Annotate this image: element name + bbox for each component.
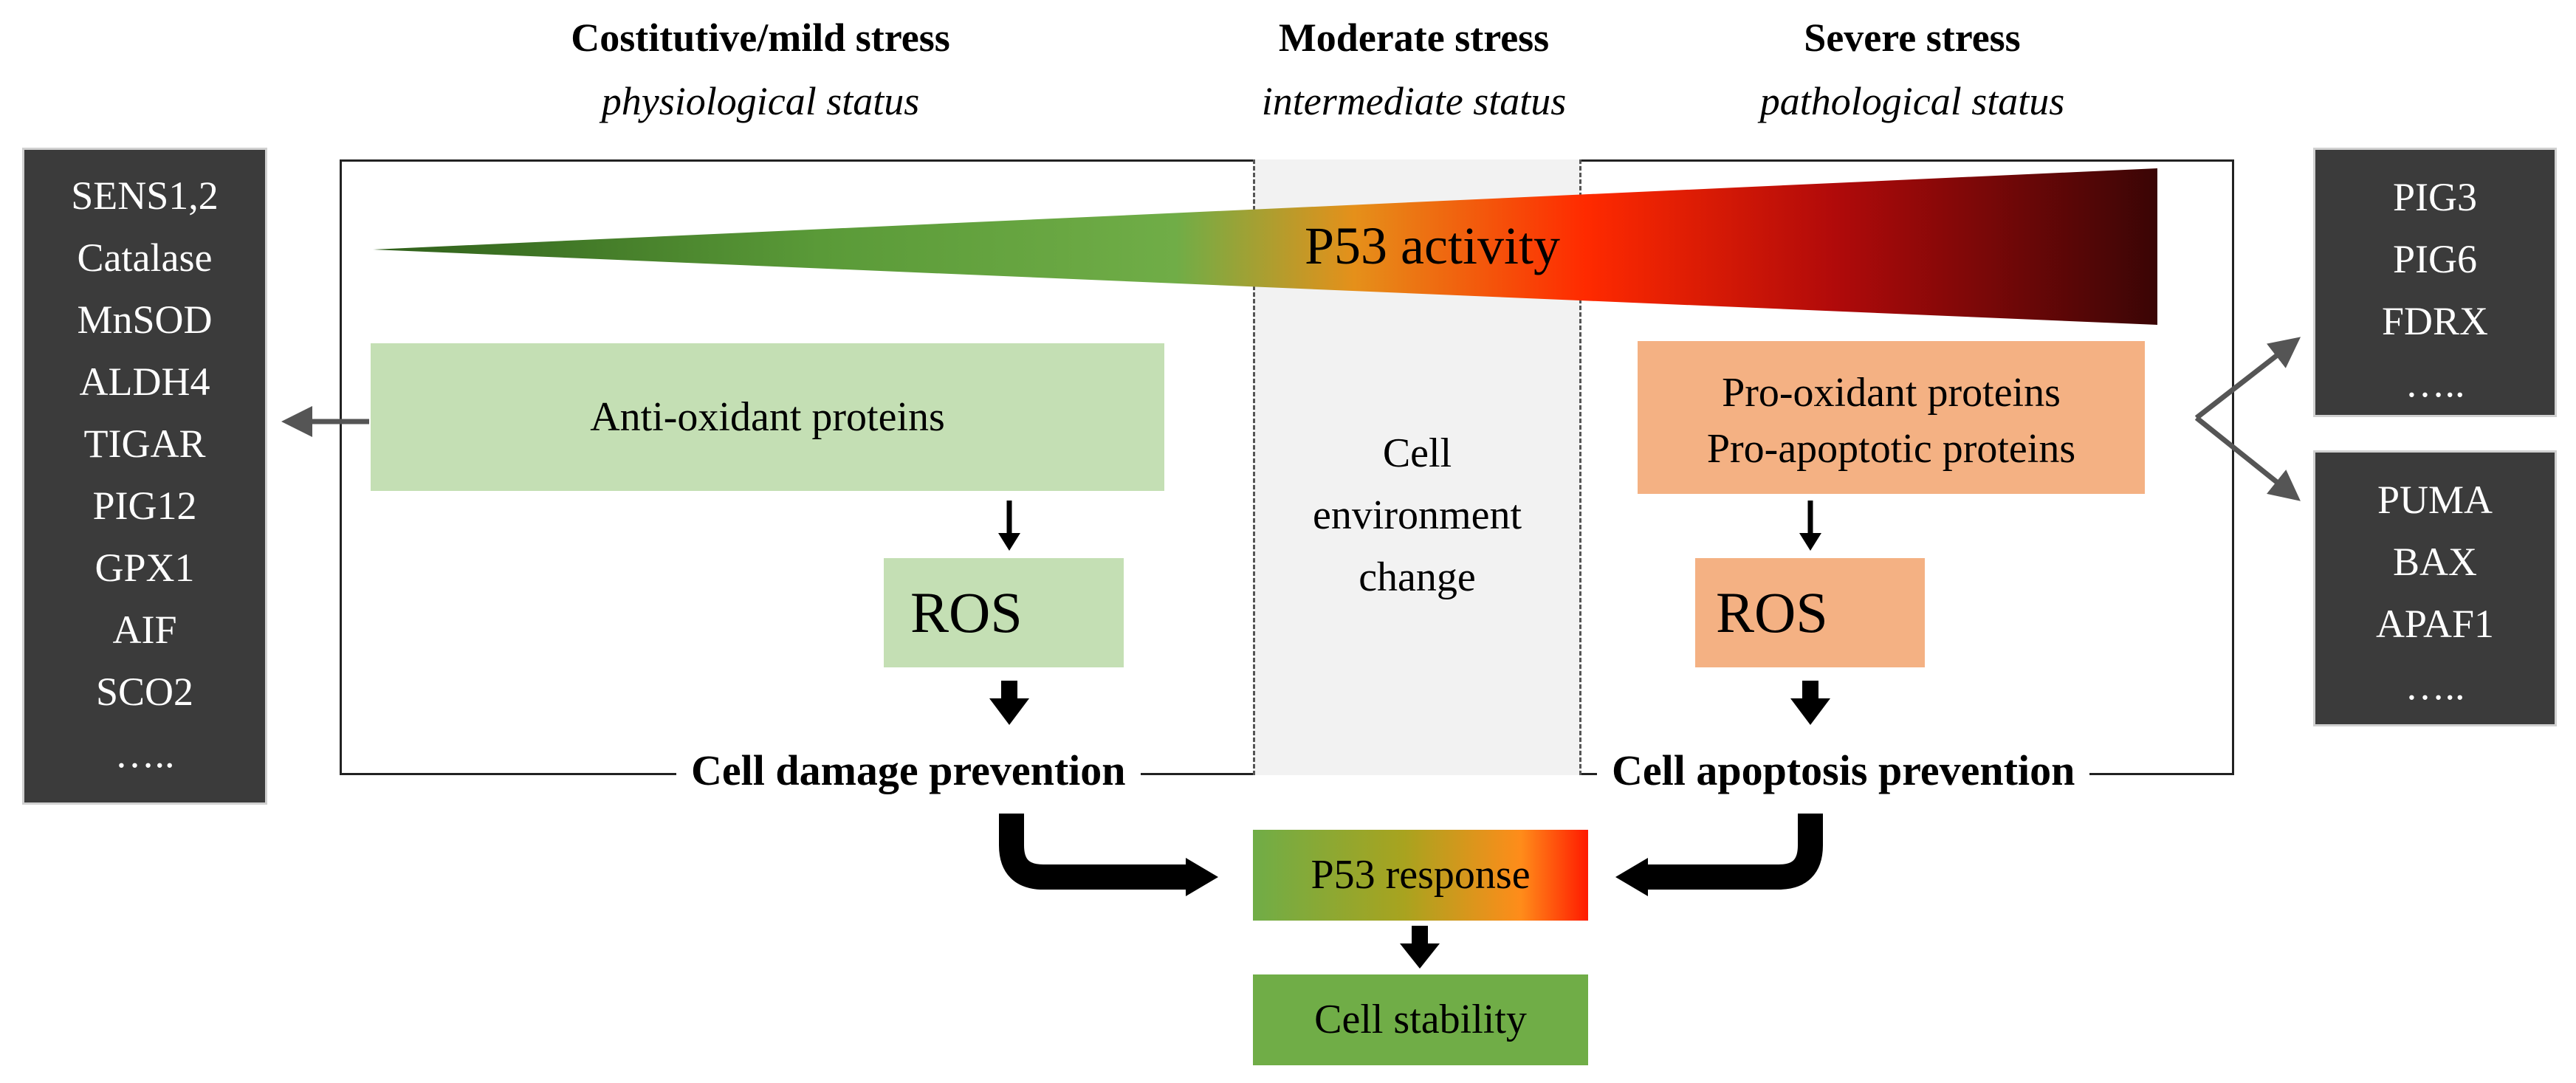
header-mild: Costitutive/mild stress physiological st… bbox=[458, 18, 1063, 121]
antioxidant-gene-list: SENS1,2 Catalase MnSOD ALDH4 TIGAR PIG12… bbox=[22, 148, 267, 805]
cell-env-line: Cell bbox=[1382, 430, 1452, 476]
curved-arrow-damage-to-response-icon bbox=[999, 814, 1189, 890]
arrow-to-pro-oxidant-genes bbox=[2194, 337, 2301, 420]
gene-item: SCO2 bbox=[95, 670, 194, 714]
pro-apoptotic-gene-list: PUMA BAX APAF1 ….. bbox=[2313, 450, 2557, 726]
gene-item: PIG3 bbox=[2392, 175, 2477, 219]
gene-item: PIG6 bbox=[2392, 237, 2477, 281]
gene-item: ….. bbox=[2405, 361, 2465, 405]
header-severe-title: Severe stress bbox=[1804, 16, 2021, 60]
header-moderate-subtitle: intermediate status bbox=[1261, 79, 1567, 123]
header-mild-title: Costitutive/mild stress bbox=[571, 16, 950, 60]
cell-stability-box bbox=[1253, 974, 1588, 1065]
gene-item: SENS1,2 bbox=[71, 173, 219, 218]
arrow-down-antioxidant-to-ros bbox=[998, 501, 1020, 551]
ros-decrease-label: ROS bbox=[910, 580, 1023, 644]
ros-increase-label: ROS bbox=[1716, 580, 1828, 644]
gene-item: AIF bbox=[112, 608, 177, 652]
header-moderate-title: Moderate stress bbox=[1278, 16, 1550, 60]
header-severe-subtitle: pathological status bbox=[1759, 79, 2065, 123]
p53-activity-triangle bbox=[373, 168, 2157, 325]
gene-item: GPX1 bbox=[95, 546, 195, 590]
gene-item: ….. bbox=[2405, 664, 2465, 708]
antioxidant-proteins-label: Anti-oxidant proteins bbox=[590, 394, 945, 440]
header-mild-subtitle: physiological status bbox=[601, 79, 920, 123]
curved-arrow-apoptosis-to-response-icon bbox=[1645, 814, 1823, 890]
gene-item: PUMA bbox=[2377, 478, 2493, 522]
gene-item: Catalase bbox=[77, 235, 213, 280]
arrow-down-response-to-stability bbox=[1400, 926, 1440, 969]
pro-oxidant-label: Pro-oxidant proteins bbox=[1722, 370, 2061, 416]
gene-item: ALDH4 bbox=[79, 360, 210, 404]
pro-apoptotic-label: Pro-apoptotic proteins bbox=[1706, 426, 2076, 472]
curved-arrow-damage-head bbox=[1186, 858, 1218, 896]
arrow-down-ros-to-apoptosis bbox=[1790, 681, 1830, 725]
ros-decrease-box: ROS bbox=[884, 558, 1124, 667]
pro-oxidant-apoptotic-box: Pro-oxidant proteins Pro-apoptotic prote… bbox=[1638, 341, 2145, 494]
gene-item: MnSOD bbox=[77, 298, 213, 342]
gene-item: PIG12 bbox=[92, 484, 197, 528]
curved-arrow-apoptosis-head bbox=[1615, 858, 1648, 896]
cell-environment-change-label: Cell environment change bbox=[1253, 422, 1581, 608]
cell-env-line: environment bbox=[1312, 492, 1522, 538]
pro-oxidant-gene-list: PIG3 PIG6 FDRX ….. bbox=[2313, 148, 2557, 417]
p53-response-label: P53 response bbox=[1311, 852, 1531, 898]
cell-stability-label: Cell stability bbox=[1314, 997, 1527, 1042]
ros-increase-box: ROS bbox=[1695, 558, 1925, 667]
header-severe: Severe stress pathological status bbox=[1610, 18, 2215, 121]
gene-item: FDRX bbox=[2381, 299, 2489, 343]
arrow-down-prooxidant-to-ros bbox=[1799, 501, 1821, 551]
arrow-down-ros-to-damage bbox=[989, 681, 1029, 725]
cell-apoptosis-prevention-label: Cell apoptosis prevention bbox=[1597, 746, 2090, 795]
p53-response-box bbox=[1253, 830, 1588, 921]
header-moderate: Moderate stress intermediate status bbox=[1111, 18, 1717, 121]
antioxidant-proteins-box: Anti-oxidant proteins bbox=[371, 343, 1164, 491]
gene-item: BAX bbox=[2392, 540, 2477, 584]
cell-damage-prevention-label: Cell damage prevention bbox=[676, 746, 1141, 795]
gene-item: APAF1 bbox=[2375, 602, 2495, 646]
gene-item: TIGAR bbox=[83, 422, 206, 466]
cell-env-line: change bbox=[1359, 554, 1476, 600]
p53-activity-label: P53 activity bbox=[1305, 216, 1560, 275]
arrow-to-pro-apoptotic-genes bbox=[2194, 416, 2301, 501]
gene-item: ….. bbox=[114, 732, 175, 776]
